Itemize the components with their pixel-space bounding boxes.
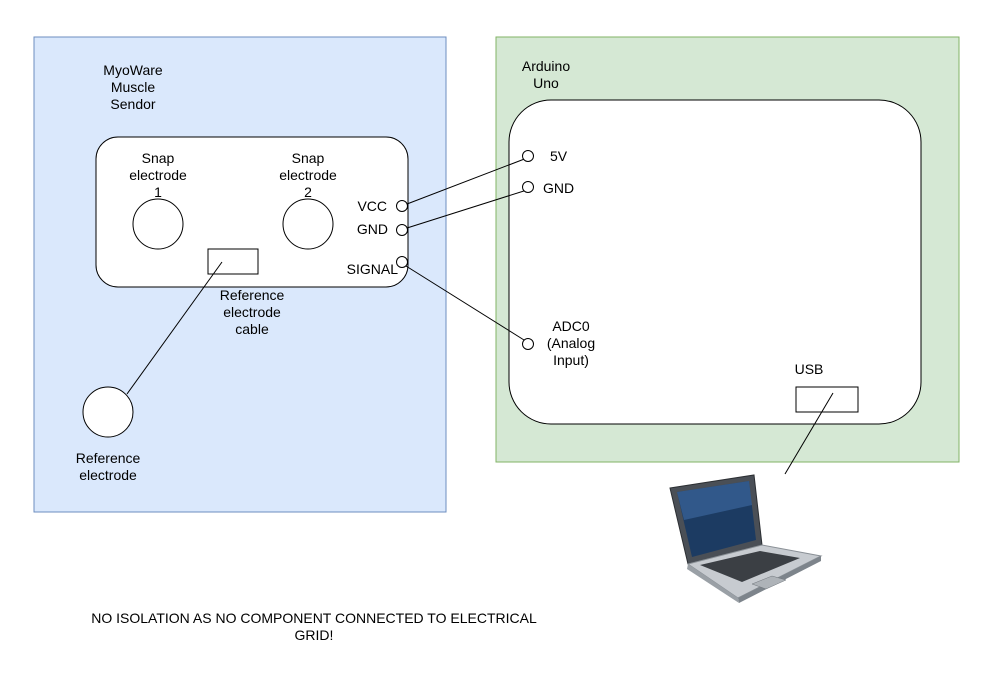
- gnd-myoware-label: GND: [356, 221, 388, 237]
- vcc-label: VCC: [357, 198, 387, 214]
- snap-electrode-2-label: Snap electrode 2: [279, 150, 337, 200]
- pin-5v-label: 5V: [550, 148, 568, 164]
- laptop-icon: [669, 474, 823, 603]
- wire-gnd-gnd: [406, 189, 528, 229]
- pin-vcc: [396, 200, 408, 212]
- myoware-board: [95, 136, 409, 288]
- usb-port: [795, 386, 859, 413]
- adc0-label: ADC0 (Analog Input): [546, 318, 596, 368]
- usb-cable-line: [784, 392, 834, 475]
- snap-electrode-2: [282, 198, 334, 250]
- snap-electrode-1-label: Snap electrode 1: [129, 150, 187, 200]
- pin-gnd-myoware: [396, 224, 408, 236]
- wire-vcc-5v: [406, 157, 528, 205]
- reference-cable-connector: [207, 248, 259, 275]
- reference-electrode: [82, 386, 134, 438]
- isolation-note: NO ISOLATION AS NO COMPONENT CONNECTED T…: [91, 610, 537, 643]
- wire-signal-adc0: [405, 265, 525, 341]
- gnd-arduino-label: GND: [543, 180, 575, 196]
- pin-adc0: [522, 338, 534, 350]
- pin-gnd-arduino: [522, 181, 534, 193]
- usb-label: USB: [794, 361, 824, 377]
- pin-signal: [396, 256, 408, 268]
- arduino-board: [508, 99, 922, 425]
- arduino-title: Arduino Uno: [521, 58, 571, 91]
- reference-cable-label: Reference electrode cable: [219, 287, 285, 337]
- snap-electrode-1: [132, 198, 184, 250]
- pin-5v: [522, 150, 534, 162]
- myoware-title: MyoWare Muscle Sendor: [103, 62, 163, 112]
- signal-label: SIGNAL: [346, 261, 398, 277]
- reference-electrode-label: Reference electrode: [75, 450, 141, 483]
- reference-cable-line: [126, 261, 223, 395]
